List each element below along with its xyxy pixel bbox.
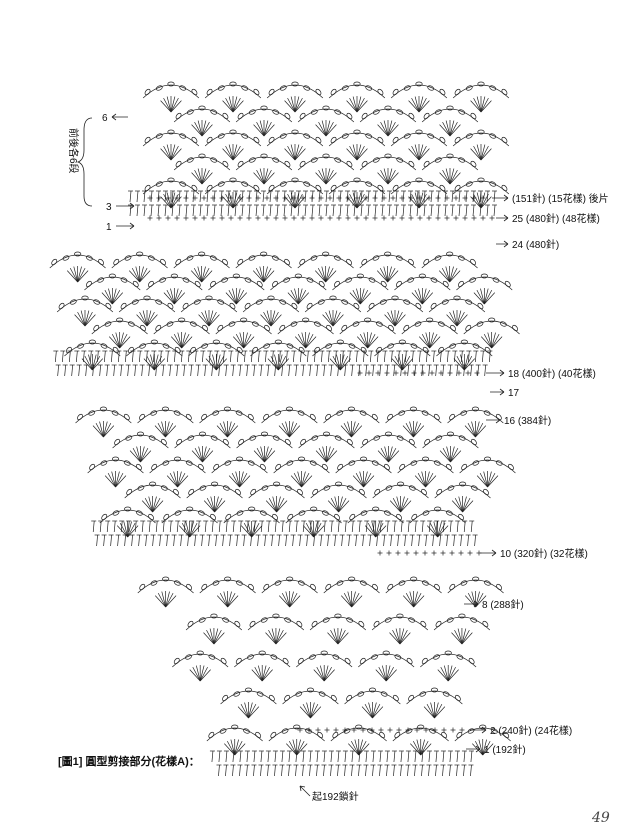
row-arrow-151 xyxy=(492,194,509,202)
row-arrow-25 xyxy=(496,214,509,222)
row-label-2: 2 (240針) (24花樣) xyxy=(490,724,572,737)
row-labels: (151針) (15花樣) 後片 25 (480針) (48花樣) 24 (48… xyxy=(464,192,609,756)
side-bracket xyxy=(76,117,93,207)
marker-6-arrow xyxy=(111,113,128,121)
row-label-25: 25 (480針) (48花樣) xyxy=(512,212,600,225)
marker-1: 1 xyxy=(106,222,112,233)
marker-1-arrow xyxy=(116,222,135,230)
row-label-151: (151針) (15花樣) 後片 xyxy=(512,192,609,205)
stitch-pattern xyxy=(49,81,520,777)
page-number: 49 xyxy=(591,810,610,826)
row-label-18: 18 (400針) (40花樣) xyxy=(508,367,596,380)
marker-3: 3 xyxy=(106,202,112,213)
left-annotations: 前後各6段 6 3 1 xyxy=(67,113,135,233)
row-arrow-10 xyxy=(480,549,497,557)
row-label-8: 8 (288針) xyxy=(482,598,524,611)
row-label-16: 16 (384針) xyxy=(504,414,551,427)
row-label-17: 17 xyxy=(508,388,520,399)
row-arrow-1 xyxy=(466,745,481,753)
row-arrow-16 xyxy=(486,416,501,424)
start-chain-note: 起192鎖針 xyxy=(312,790,359,803)
row-arrow-18 xyxy=(486,369,505,377)
marker-6: 6 xyxy=(102,113,108,124)
start-chain-arrow xyxy=(299,785,311,797)
row-arrow-24 xyxy=(496,240,509,248)
row-arrow-8 xyxy=(464,600,479,608)
side-bracket-label: 前後各6段 xyxy=(67,128,80,174)
row-arrow-2 xyxy=(470,726,487,734)
marker-3-arrow xyxy=(116,202,135,210)
row-label-24: 24 (480針) xyxy=(512,238,559,251)
row-label-10: 10 (320針) (32花樣) xyxy=(500,547,588,560)
figure-caption: [圖1] 圓型剪接部分(花樣A)： xyxy=(58,754,200,768)
row-arrow-17 xyxy=(490,388,505,396)
row-label-1: 1 (192針) xyxy=(484,743,526,756)
